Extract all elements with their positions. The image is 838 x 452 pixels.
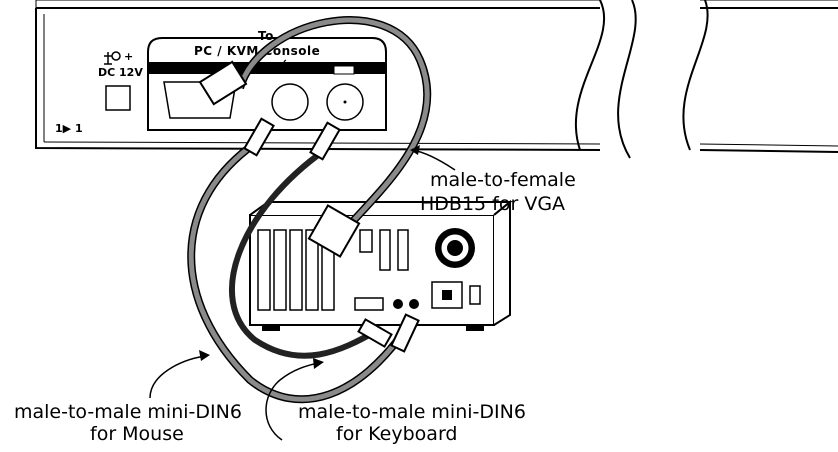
cables bbox=[187, 16, 432, 404]
power-jack-icon bbox=[104, 51, 121, 65]
keyboard-callout-line1: male-to-male mini-DIN6 bbox=[298, 401, 526, 423]
power-socket bbox=[105, 85, 131, 111]
vga-callout: male-to-female HDB15 for VGA bbox=[410, 145, 576, 215]
power-symbol: + bbox=[124, 50, 133, 63]
console-label: PC / KVM Console bbox=[194, 44, 320, 58]
vga-plug-top bbox=[198, 60, 248, 106]
keyboard-plug-top bbox=[309, 121, 341, 161]
power-label: DC 12V bbox=[98, 66, 143, 79]
mouse-icon bbox=[283, 59, 295, 74]
mouse-callout: male-to-male mini-DIN6 for Mouse bbox=[14, 350, 242, 445]
power-jack: + DC 12V bbox=[98, 50, 143, 111]
panel-break-marks bbox=[574, 0, 709, 159]
vga-callout-line2: HDB15 for VGA bbox=[420, 193, 565, 215]
mouse-plug-bottom bbox=[390, 313, 420, 353]
vga-connector-icon bbox=[359, 229, 373, 253]
mouse-callout-line1: male-to-male mini-DIN6 bbox=[14, 401, 242, 423]
fan-grill-icon bbox=[435, 228, 475, 268]
vga-plug-bottom bbox=[307, 204, 361, 258]
keyboard-callout-line2: for Keyboard bbox=[336, 423, 457, 445]
link-label: 1▶ 1 bbox=[55, 122, 83, 135]
to-label: To bbox=[258, 29, 274, 43]
computer-rear bbox=[249, 199, 513, 331]
console-port-group: To PC / KVM Console bbox=[147, 29, 387, 131]
power-socket-icon bbox=[431, 281, 481, 309]
mouse-callout-line2: for Mouse bbox=[90, 423, 184, 445]
keyboard-plug-bottom bbox=[357, 318, 393, 348]
keyboard-cable bbox=[229, 147, 380, 359]
mouse-plug-top bbox=[243, 117, 275, 157]
keyboard-icon bbox=[333, 65, 355, 75]
mouse-port bbox=[271, 83, 309, 121]
vga-callout-line1: male-to-female bbox=[430, 169, 576, 191]
keyboard-callout: male-to-male mini-DIN6 for Keyboard bbox=[265, 358, 526, 445]
